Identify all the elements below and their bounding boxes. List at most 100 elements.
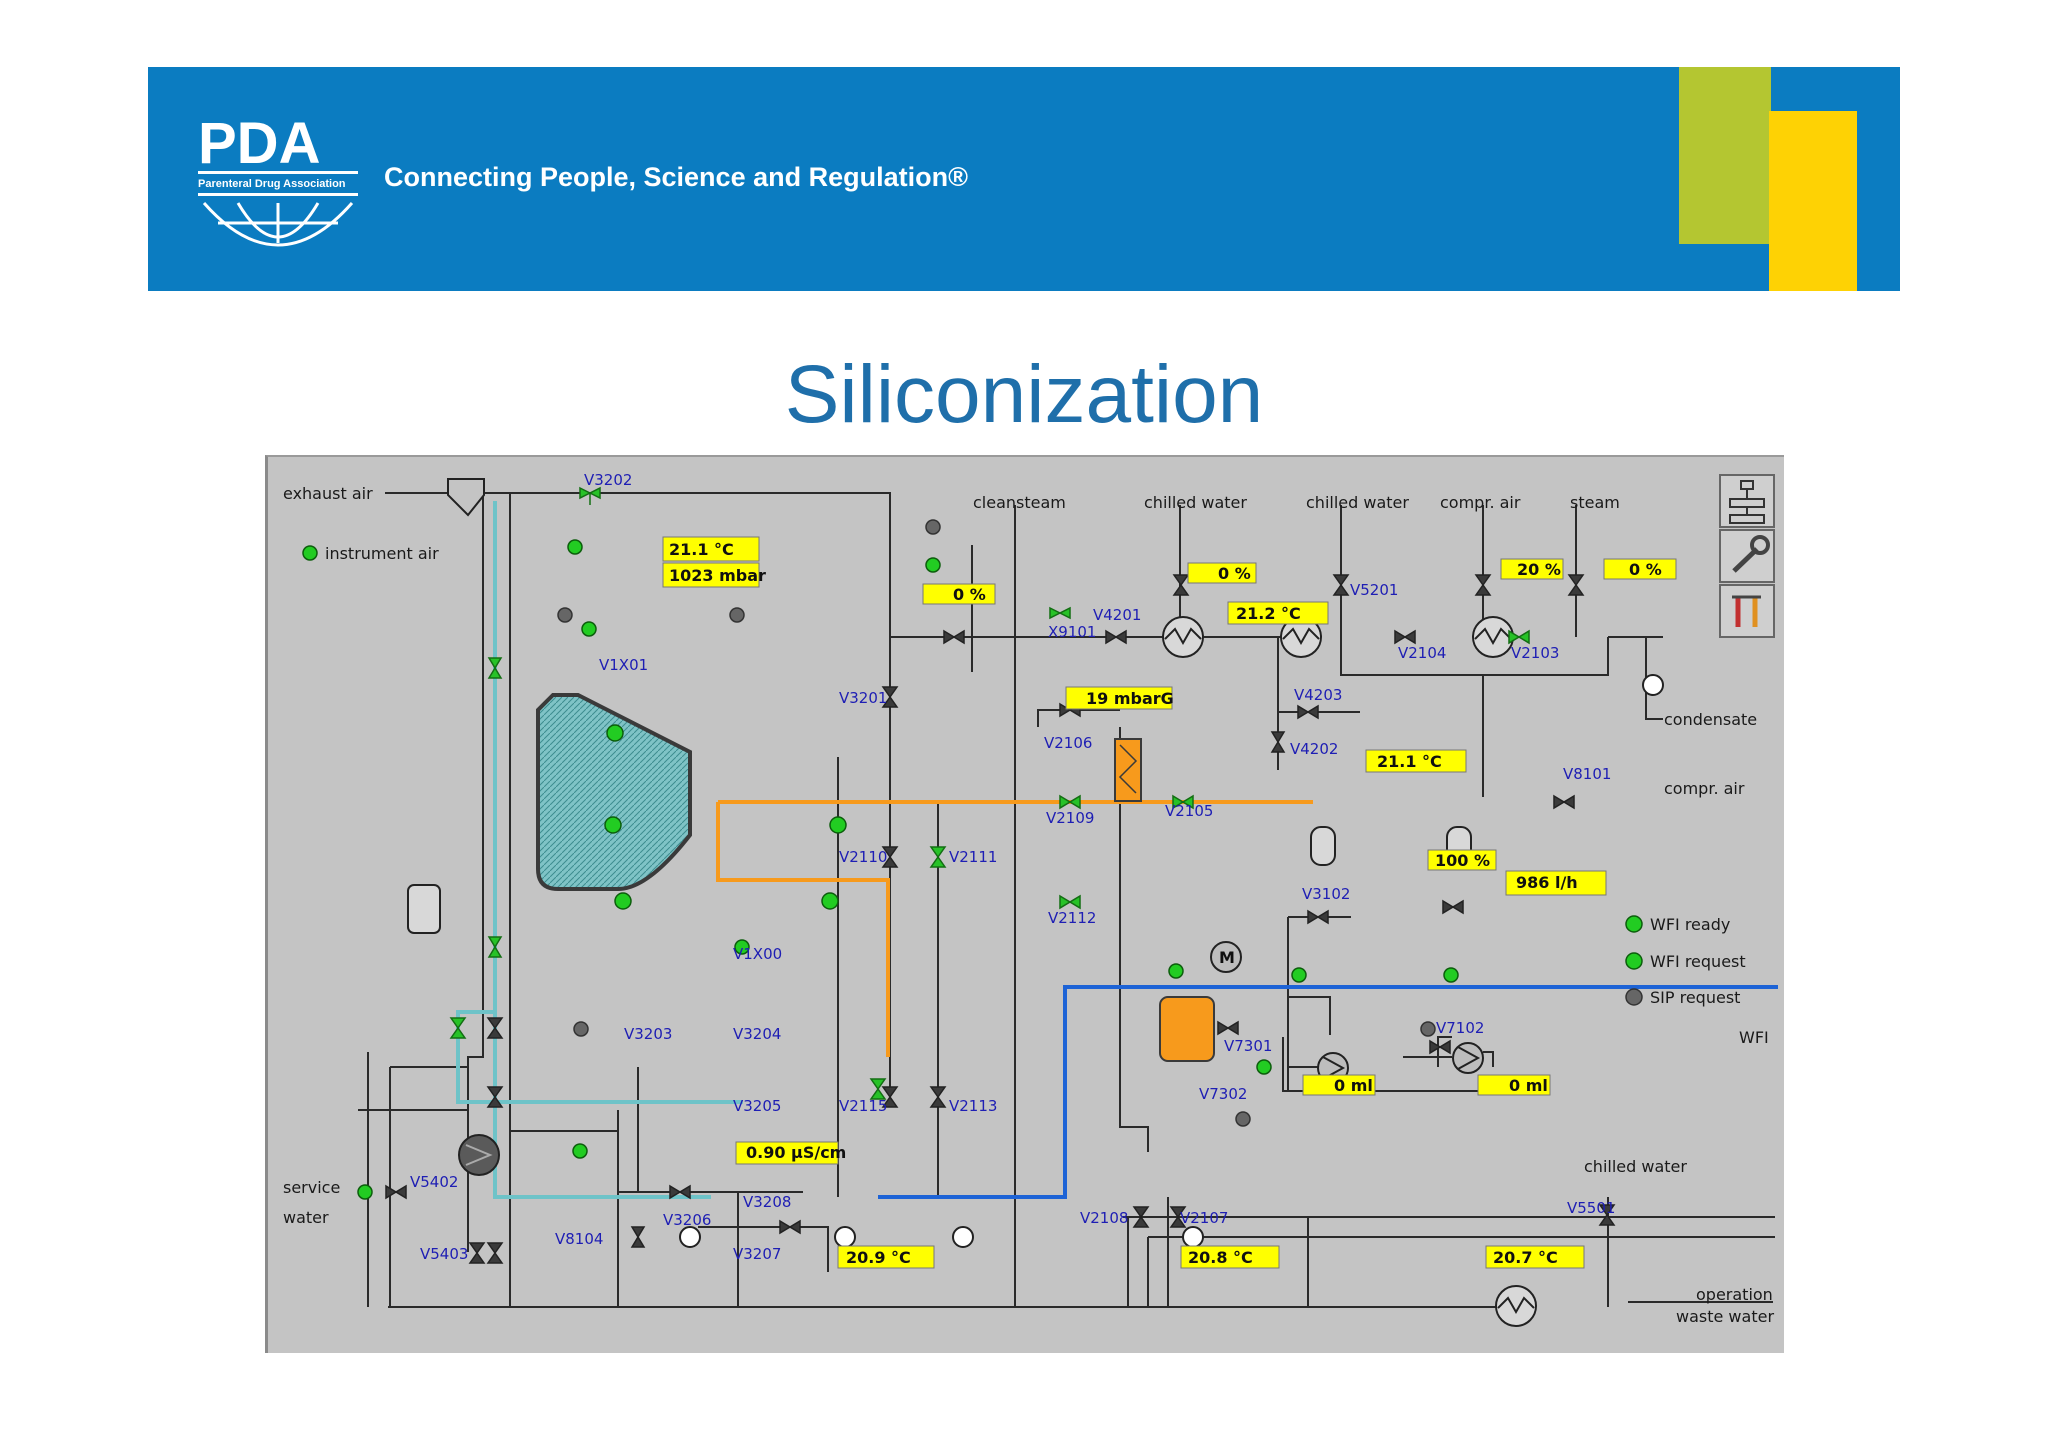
valve-V3202[interactable]: [579, 486, 601, 505]
svg-text:986 l/h: 986 l/h: [1516, 873, 1578, 892]
logo-text: PDA: [198, 111, 320, 176]
valve-V3208[interactable]: [779, 1219, 801, 1235]
sensor-dot: [729, 607, 745, 623]
valve-control-compr[interactable]: [1474, 574, 1492, 596]
valve-V3102[interactable]: [1307, 909, 1329, 925]
steam-trap: [407, 884, 441, 934]
sensor-dot: [1256, 1059, 1272, 1075]
label-chilled-water-3: chilled water: [1584, 1157, 1687, 1176]
pump-2[interactable]: [1452, 1042, 1484, 1074]
valve-control-steam[interactable]: [1567, 574, 1585, 596]
readout-dose1: 0 ml: [1302, 1074, 1376, 1096]
valve-V2104[interactable]: [1394, 629, 1416, 645]
valve-V5201[interactable]: [1332, 574, 1350, 596]
label-exhaust-air: exhaust air: [283, 484, 373, 503]
svg-text:21.1 °C: 21.1 °C: [669, 540, 734, 559]
valve-V5403[interactable]: [468, 1242, 486, 1264]
valve-label: V2109: [1046, 809, 1094, 827]
heat-exchanger-1[interactable]: [1162, 616, 1204, 658]
toolbar-button-tools[interactable]: [1719, 584, 1775, 638]
valve-V4203[interactable]: [1297, 704, 1319, 720]
valve-V3206[interactable]: [669, 1184, 691, 1200]
toolbar-button-wrench[interactable]: [1719, 529, 1775, 583]
slide-title: Siliconization: [784, 349, 1264, 440]
drain-5: [1642, 674, 1664, 696]
heat-exchanger-3[interactable]: [1472, 616, 1514, 658]
dosing-tank[interactable]: [1159, 996, 1215, 1062]
valve-label: V5501: [1567, 1199, 1615, 1217]
valve-V2105[interactable]: [1172, 794, 1194, 810]
status-wfi-ready: WFI ready: [1650, 915, 1730, 934]
valve-label: V2110: [839, 848, 887, 866]
valve-V2107[interactable]: [1169, 1206, 1187, 1228]
readout-pressure-top: 1023 mbar: [662, 562, 766, 588]
label-waste-water: waste water: [1676, 1307, 1774, 1326]
valve-control-cleansteam[interactable]: [943, 629, 965, 645]
valve-V5402[interactable]: [385, 1184, 407, 1200]
sensor-dot: [567, 539, 583, 555]
heat-exchanger-4[interactable]: [1495, 1285, 1537, 1327]
svg-text:19 mbarG: 19 mbarG: [1086, 689, 1174, 708]
valve-label: V7302: [1199, 1085, 1247, 1103]
svg-text:0 %: 0 %: [953, 585, 986, 604]
tagline: Connecting People, Science and Regulatio…: [384, 162, 968, 192]
toolbar-button-hierarchy[interactable]: [1719, 474, 1775, 528]
valve-label: V3203: [624, 1025, 672, 1043]
filter-element[interactable]: [1114, 738, 1142, 802]
valve-V7302[interactable]: [869, 1078, 887, 1100]
valve-V3207[interactable]: [486, 1242, 504, 1264]
svg-text:21.2 °C: 21.2 °C: [1236, 604, 1301, 623]
vessel: [536, 693, 847, 910]
pda-logo: PDA Parenteral Drug Association: [198, 111, 358, 247]
valve-label: V3206: [663, 1211, 711, 1229]
readout-temp-top: 21.1 °C: [662, 536, 760, 562]
valve-label: V2103: [1511, 644, 1559, 662]
valve-V3201[interactable]: [881, 686, 899, 708]
valve-V8104[interactable]: [630, 1226, 646, 1248]
status-wfi-request: WFI request: [1650, 952, 1746, 971]
silicone-line: [456, 501, 743, 1199]
valve-V3204[interactable]: [486, 1017, 504, 1039]
sensor-dot: [925, 557, 941, 573]
svg-text:100 %: 100 %: [1435, 851, 1490, 870]
valve-V3205[interactable]: [486, 1086, 504, 1108]
valve-V2112[interactable]: [1059, 894, 1081, 910]
process-diagram-panel: M: [265, 455, 1784, 1353]
valve-control-wfi[interactable]: [1442, 899, 1464, 915]
valve-V1X00[interactable]: [487, 936, 503, 958]
service-water-pump[interactable]: [458, 1134, 500, 1176]
valve-label: V2113: [949, 1097, 997, 1115]
valve-V5501[interactable]: [1598, 1204, 1616, 1226]
vessel-sensor-bottom-left: [614, 892, 632, 910]
valve-label: V1X00: [733, 945, 782, 963]
valve-X9101[interactable]: [1049, 606, 1071, 620]
svg-text:20 %: 20 %: [1517, 560, 1561, 579]
valve-V7301[interactable]: [1217, 1020, 1239, 1036]
valve-V2111[interactable]: [929, 846, 947, 868]
valve-V2113[interactable]: [929, 1086, 947, 1108]
valve-V7102[interactable]: [1429, 1039, 1451, 1055]
valve-label: V2104: [1398, 644, 1446, 662]
valve-V4201[interactable]: [1105, 629, 1127, 645]
valve-V2103[interactable]: [1508, 629, 1530, 645]
valve-V4202[interactable]: [1270, 731, 1286, 753]
valve-control-chilled[interactable]: [1172, 574, 1190, 596]
instrument-air-icon: [302, 545, 318, 561]
label-compr-air-top: compr. air: [1440, 493, 1521, 512]
label-wfi: WFI: [1739, 1028, 1769, 1047]
valve-label: V3207: [733, 1245, 781, 1263]
valve-label: V2112: [1048, 909, 1096, 927]
svg-text:20.9 °C: 20.9 °C: [846, 1248, 911, 1267]
valve-V2115[interactable]: [881, 1086, 899, 1108]
motor[interactable]: M: [1210, 941, 1242, 973]
svg-text:1023 mbar: 1023 mbar: [669, 566, 766, 585]
valve-V3203[interactable]: [449, 1017, 467, 1039]
valve-V8101[interactable]: [1553, 794, 1575, 810]
readout-dose2: 0 ml: [1477, 1074, 1551, 1096]
valve-V2108[interactable]: [1132, 1206, 1150, 1228]
valve-V1X01[interactable]: [487, 657, 503, 679]
valve-V2109[interactable]: [1059, 794, 1081, 810]
heat-exchanger-2[interactable]: [1280, 616, 1322, 658]
valve-V2110[interactable]: [881, 846, 899, 868]
hierarchy-icon: [1729, 480, 1765, 524]
